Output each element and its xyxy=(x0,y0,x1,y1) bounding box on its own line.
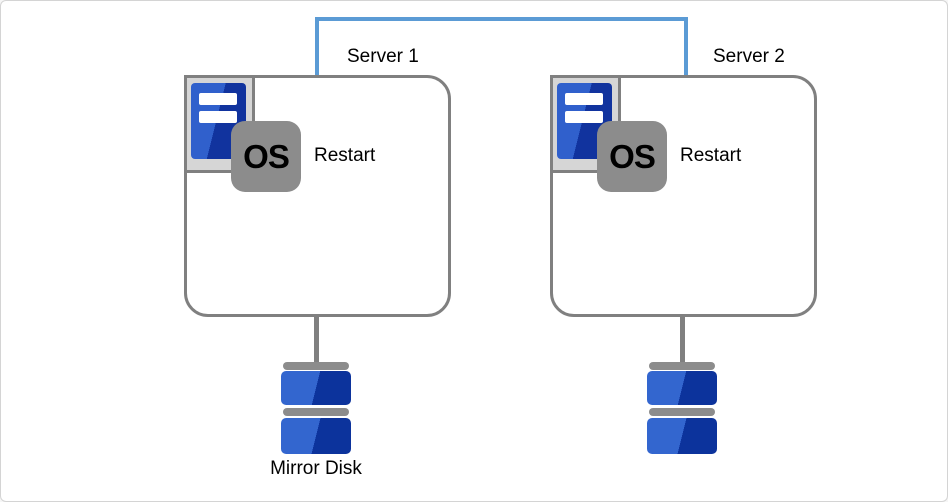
server-2-group: Server 2 OS Restart xyxy=(550,1,817,501)
os-badge-text: OS xyxy=(243,137,290,175)
os-icon: OS xyxy=(597,121,667,192)
disk-platter xyxy=(647,418,717,454)
mirror-disk-icon xyxy=(647,362,717,454)
disk-connector-line xyxy=(680,315,685,363)
tower-slot-icon xyxy=(565,93,603,105)
server-2-label: Server 2 xyxy=(713,46,785,67)
network-link-vertical-server2 xyxy=(684,17,688,76)
tower-slot-icon xyxy=(565,111,603,123)
tower-slot-icon xyxy=(199,93,237,105)
server-1-label: Server 1 xyxy=(347,46,419,67)
disk-platter xyxy=(281,418,351,454)
disk-platter xyxy=(281,371,351,405)
os-icon: OS xyxy=(231,121,301,192)
disk-cap xyxy=(649,362,715,370)
server-1-group: Server 1 OS Restart Mirror Disk xyxy=(184,1,451,501)
mirror-disk-icon xyxy=(281,362,351,454)
mirror-disk-label: Mirror Disk xyxy=(270,458,362,479)
restart-label: Restart xyxy=(314,145,376,166)
network-link-vertical-server1 xyxy=(315,17,319,76)
disk-cap xyxy=(649,408,715,416)
network-link-horizontal xyxy=(315,17,688,21)
disk-platter xyxy=(647,371,717,405)
disk-connector-line xyxy=(314,315,319,363)
restart-label: Restart xyxy=(680,145,742,166)
disk-cap xyxy=(283,408,349,416)
disk-cap xyxy=(283,362,349,370)
tower-slot-icon xyxy=(199,111,237,123)
os-badge-text: OS xyxy=(609,137,656,175)
